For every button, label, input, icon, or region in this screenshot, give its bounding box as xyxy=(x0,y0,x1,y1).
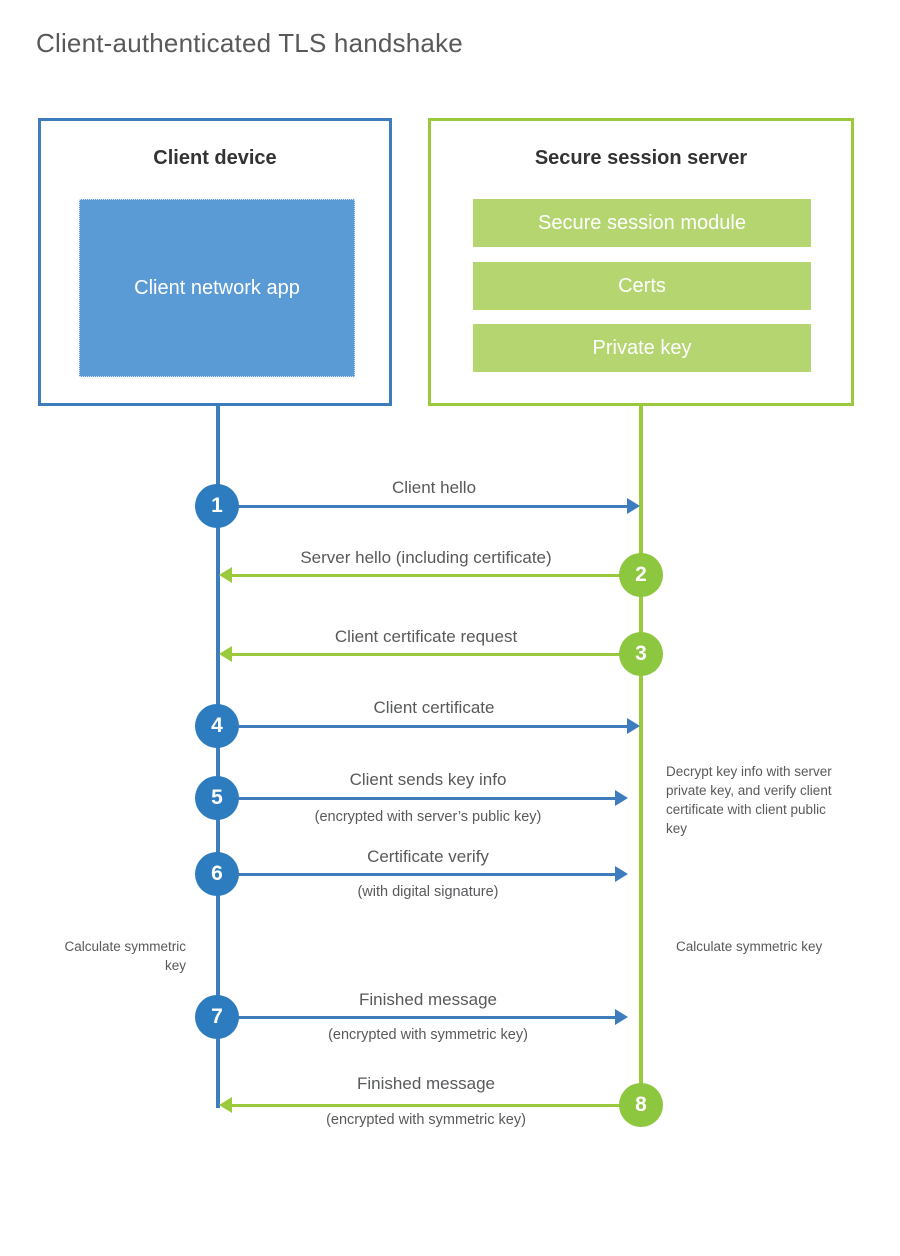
step-8-arrow-line xyxy=(232,1104,624,1107)
step-6-label: Certificate verify xyxy=(367,847,489,866)
step-1-label: Client hello xyxy=(391,478,477,497)
step-4-circle: 4 xyxy=(195,704,239,748)
step-8-label: Finished message xyxy=(357,1074,495,1093)
secure-session-server-box: Secure session server Secure session mod… xyxy=(428,118,854,406)
server-lifeline xyxy=(639,404,643,1108)
server-component-certs: Certs xyxy=(473,262,811,310)
step-7-arrow-line xyxy=(220,1016,615,1019)
step-3-arrow-head-icon xyxy=(219,646,232,662)
page-title: Client-authenticated TLS handshake xyxy=(36,28,463,58)
step-7-circle: 7 xyxy=(195,995,239,1039)
step-5-sublabel: (encrypted with server’s public key) xyxy=(314,809,542,825)
step-3-circle: 3 xyxy=(619,632,663,676)
server-decrypt-annotation: Decrypt key info with server private key… xyxy=(666,764,832,837)
step-1-arrow-head-icon xyxy=(627,498,640,514)
step-4-arrow-line xyxy=(220,725,627,728)
step-5-arrow-line xyxy=(220,797,615,800)
step-5-circle: 5 xyxy=(195,776,239,820)
step-2-circle: 2 xyxy=(619,553,663,597)
server-component-private-key: Private key xyxy=(473,324,811,372)
step-8-arrow-head-icon xyxy=(219,1097,232,1113)
step-1-arrow-line xyxy=(220,505,627,508)
server-calculate-symmetric-key-annotation: Calculate symmetric key xyxy=(676,939,823,954)
step-2-arrow-line xyxy=(232,574,624,577)
step-6-arrow-head-icon xyxy=(615,866,628,882)
client-device-box: Client device Client network app xyxy=(38,118,392,406)
step-4-arrow-head-icon xyxy=(627,718,640,734)
step-5-arrow-head-icon xyxy=(615,790,628,806)
step-1-circle: 1 xyxy=(195,484,239,528)
secure-session-server-title: Secure session server xyxy=(534,147,748,169)
step-8-circle: 8 xyxy=(619,1083,663,1127)
step-6-circle: 6 xyxy=(195,852,239,896)
client-lifeline xyxy=(216,404,220,1108)
step-7-arrow-head-icon xyxy=(615,1009,628,1025)
client-network-app-block: Client network app xyxy=(79,199,355,377)
step-2-label: Server hello (including certificate) xyxy=(300,548,552,567)
step-4-label: Client certificate xyxy=(373,698,495,717)
step-3-label: Client certificate request xyxy=(334,627,518,646)
step-8-sublabel: (encrypted with symmetric key) xyxy=(326,1112,526,1128)
step-6-sublabel: (with digital signature) xyxy=(357,884,499,900)
step-7-label: Finished message xyxy=(359,990,497,1009)
step-6-arrow-line xyxy=(220,873,615,876)
client-calculate-symmetric-key-annotation: Calculate symmetric key xyxy=(64,939,186,974)
server-component-secure-session-module: Secure session module xyxy=(473,199,811,247)
client-device-title: Client device xyxy=(153,147,277,169)
step-2-arrow-head-icon xyxy=(219,567,232,583)
step-3-arrow-line xyxy=(232,653,624,656)
step-5-label: Client sends key info xyxy=(349,770,507,789)
step-7-sublabel: (encrypted with symmetric key) xyxy=(328,1027,528,1043)
